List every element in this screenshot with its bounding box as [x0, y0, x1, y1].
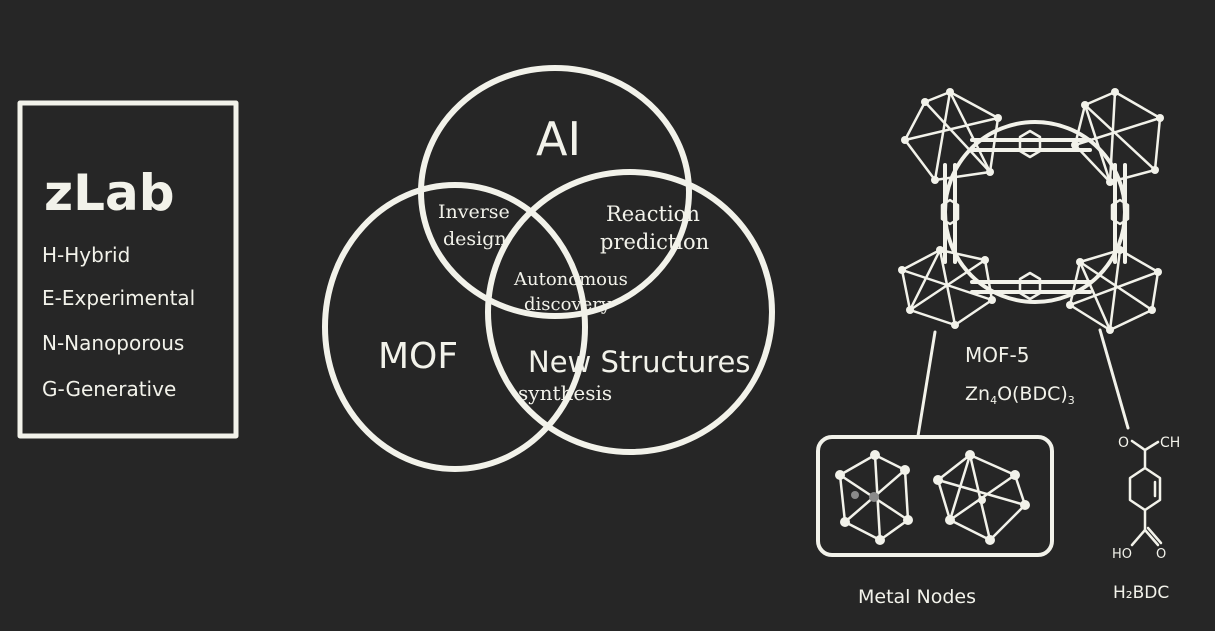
venn-label-reaction: Reaction: [606, 202, 700, 226]
zlab-frame: [17, 100, 239, 439]
venn-label-autonomous: Autonomous: [513, 269, 628, 290]
metal-nodes-box: [816, 435, 1054, 557]
venn-label-ai: AI: [536, 112, 581, 166]
metal-nodes-label: Metal Nodes: [858, 586, 976, 608]
linker-atom-o-top: O: [1118, 435, 1129, 451]
linker-atom-o-bottom: O: [1156, 547, 1166, 562]
venn-label-discovery: discovery: [524, 294, 612, 315]
venn-label-mof: MOF: [378, 336, 458, 377]
metal-node-atoms-1: [835, 450, 913, 545]
linker-atom-ho: HO: [1112, 547, 1132, 562]
venn-label-inverse: Inverse: [438, 201, 510, 223]
mof5-name: MOF-5: [965, 343, 1029, 367]
venn-label-design: design: [443, 228, 507, 250]
metal-node-atoms-2: [933, 450, 1030, 545]
linker-atom-ch: CH: [1160, 435, 1180, 451]
framework-rings: [940, 129, 1130, 301]
linker-molecule: O CH HO O: [1112, 435, 1180, 562]
mof5-framework: MOF-5 Zn4O(BDC)3 Metal Nodes: [816, 88, 1180, 608]
zlab-title: zLab: [44, 164, 175, 222]
framework-pore: [943, 120, 1127, 304]
venn-label-new-structures: New Structures: [528, 345, 750, 379]
linker-label: H₂BDC: [1113, 583, 1169, 603]
zlab-item-experimental: E-Experimental: [42, 286, 195, 310]
pointer-to-metal-nodes: [916, 330, 937, 438]
venn-diagram: AI MOF Inverse design Reaction predictio…: [322, 65, 775, 472]
zlab-item-nanoporous: N-Nanoporous: [42, 331, 184, 355]
zlab-item-generative: G-Generative: [42, 377, 176, 401]
zlab-item-hybrid: H-Hybrid: [42, 243, 130, 267]
framework-atoms: [898, 88, 1164, 334]
formula-sub-3: 3: [1068, 394, 1075, 407]
formula-zn: Zn: [965, 383, 990, 405]
venn-label-synthesis: synthesis: [518, 381, 612, 405]
venn-circle-mof: [322, 182, 588, 472]
formula-sub-4: 4: [990, 394, 997, 407]
venn-label-prediction: prediction: [600, 230, 709, 254]
framework-clusters: [900, 90, 1162, 332]
pointer-to-linker: [1098, 328, 1130, 430]
formula-obdc: O(BDC): [997, 383, 1068, 405]
mof5-formula: Zn4O(BDC)3: [965, 383, 1075, 407]
venn-circle-new-structures: [485, 169, 775, 455]
zlab-panel: zLab H-Hybrid E-Experimental N-Nanoporou…: [17, 100, 239, 439]
